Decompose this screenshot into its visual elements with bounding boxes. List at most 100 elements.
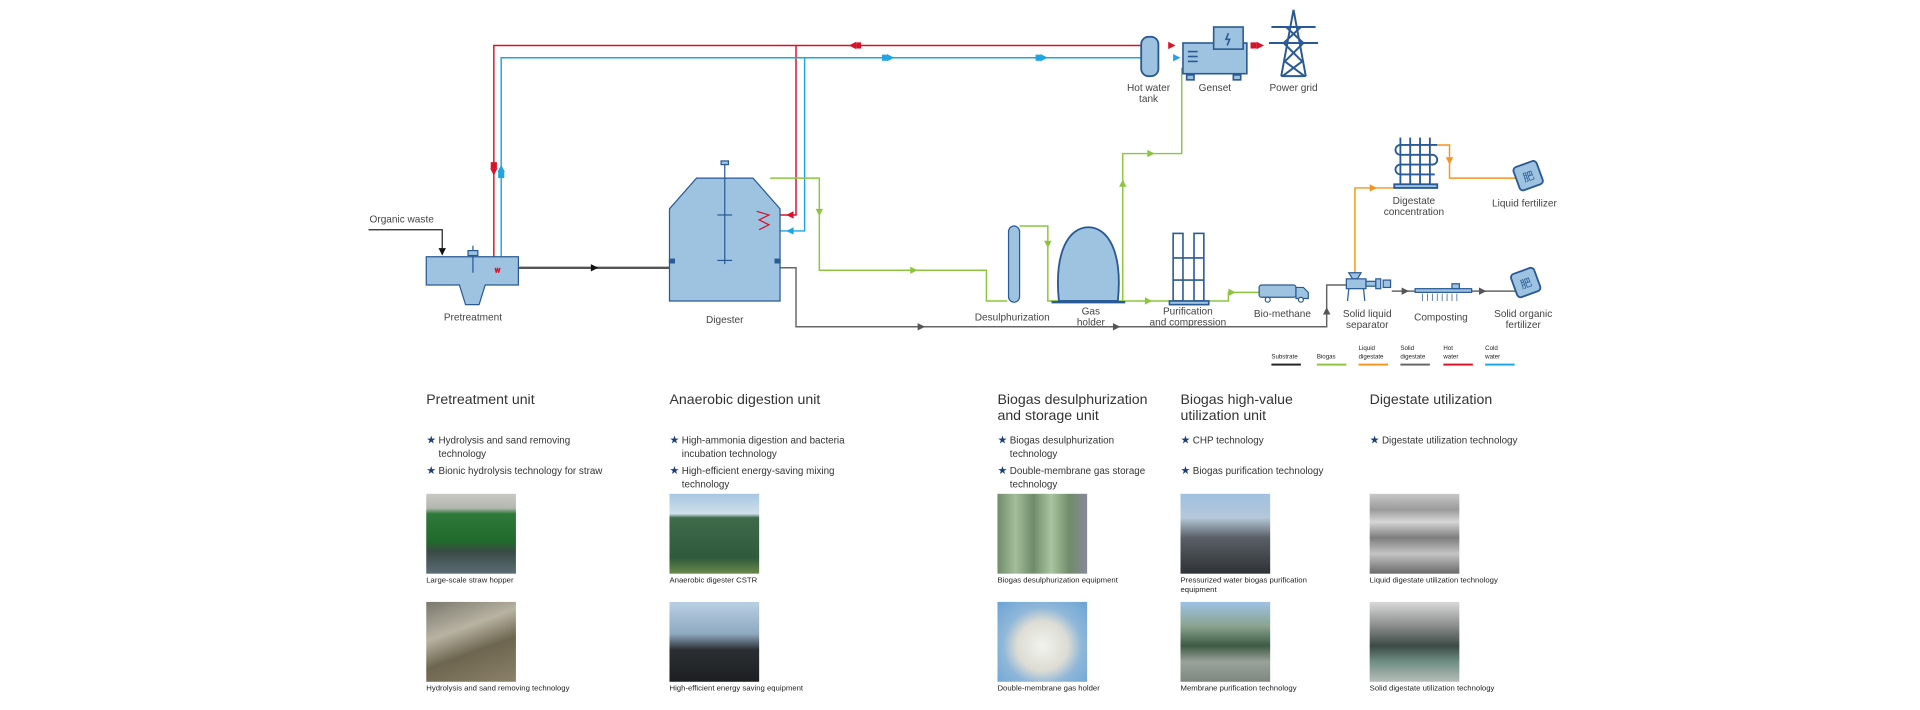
unit-title: Digestate utilization xyxy=(1369,393,1493,408)
star-icon: ★ xyxy=(997,433,1008,446)
equipment-photo xyxy=(669,493,760,574)
legend-label: Cold xyxy=(1485,345,1498,352)
legend-label: Biogas xyxy=(1317,354,1336,361)
label-liquid-fertilizer: Liquid fertilizer xyxy=(1492,198,1558,209)
star-icon: ★ xyxy=(426,464,437,477)
photo-caption: Double-membrane gas holder xyxy=(997,684,1100,693)
digester-icon xyxy=(668,160,781,302)
liquid-fertilizer-bag-icon: 肥 xyxy=(1512,160,1544,192)
legend-label: Substrate xyxy=(1271,354,1298,361)
legend-item: Biogas xyxy=(1316,354,1347,366)
process-flow-diagram: 肥 肥 Organic waste Pretreatment Digester … xyxy=(368,9,1558,366)
equipment-photo xyxy=(1369,493,1460,574)
legend-label: Solid xyxy=(1400,345,1414,352)
solid-liquid-separator-icon xyxy=(1345,272,1392,302)
legend-item: Solid digestate xyxy=(1400,345,1430,366)
equipment-photo xyxy=(1369,601,1460,682)
technology-label: Double-membrane gas storage technology xyxy=(1009,465,1146,491)
hot-water-pipe xyxy=(493,44,1143,277)
pretreatment-tank-icon xyxy=(425,245,520,306)
flow-arrows-digestate xyxy=(917,287,1487,331)
star-icon: ★ xyxy=(1369,433,1380,446)
composting-icon xyxy=(1414,283,1473,301)
legend-swatch xyxy=(1316,363,1347,366)
technology-item: ★Hydrolysis and sand removing technology xyxy=(426,434,610,461)
technology-item: ★CHP technology xyxy=(1181,434,1328,448)
cold-water-pipe xyxy=(500,56,1143,277)
technology-item: ★Bionic hydrolysis technology for straw xyxy=(426,464,610,478)
photo-caption: Anaerobic digester CSTR xyxy=(669,576,758,585)
photo-caption: Solid digestate utilization technology xyxy=(1369,684,1495,693)
label-bio-methane: Bio-methane xyxy=(1254,309,1311,320)
photo-caption: Liquid digestate utilization technology xyxy=(1369,576,1498,585)
technology-label: Digestate utilization technology xyxy=(1381,434,1518,446)
legend-swatch xyxy=(1485,363,1515,366)
genset-icon xyxy=(1182,26,1248,81)
equipment-photo xyxy=(1180,601,1271,682)
star-icon: ★ xyxy=(669,433,680,446)
technology-label: Hydrolysis and sand removing technology xyxy=(438,434,571,460)
equipment-photo xyxy=(426,601,516,682)
star-icon: ★ xyxy=(1180,464,1191,477)
legend-label: water xyxy=(1484,354,1500,361)
label-desulphurization: Desulphurization xyxy=(975,313,1050,324)
technology-item: ★Digestate utilization technology xyxy=(1370,434,1579,448)
technology-label: High-efficient energy-saving mixing tech… xyxy=(681,465,835,491)
digestate-concentration-icon xyxy=(1393,137,1439,189)
technology-label: Biogas purification technology xyxy=(1192,465,1324,477)
legend-label: digestate xyxy=(1359,354,1384,361)
legend-item: Liquid digestate xyxy=(1358,345,1389,366)
unit-title: Biogas high-value utilization unit xyxy=(1180,393,1293,424)
label-genset: Genset xyxy=(1199,83,1232,94)
technology-item: ★High-ammonia digestion and bacteria inc… xyxy=(669,434,866,461)
technology-item: ★Biogas purification technology xyxy=(1181,464,1328,478)
flow-arrows-biogas xyxy=(815,149,1236,305)
technology-item: ★High-efficient energy-saving mixing tec… xyxy=(669,464,866,491)
legend-item: Cold water xyxy=(1484,345,1515,366)
photo-caption: Pressurized water biogas purification eq… xyxy=(1180,576,1307,595)
label-organic-waste: Organic waste xyxy=(370,214,435,225)
unit-title: Anaerobic digestion unit xyxy=(669,393,821,408)
technology-label: High-ammonia digestion and bacteria incu… xyxy=(681,434,845,460)
equipment-photo xyxy=(997,601,1088,682)
label-pretreatment: Pretreatment xyxy=(444,313,502,324)
technology-label: CHP technology xyxy=(1192,434,1264,446)
star-icon: ★ xyxy=(1180,433,1191,446)
photo-caption: Large-scale straw hopper xyxy=(426,576,514,585)
star-icon: ★ xyxy=(669,464,680,477)
label-composting: Composting xyxy=(1414,313,1468,324)
legend-item: Hot water xyxy=(1442,345,1473,366)
legend-label: digestate xyxy=(1400,354,1425,361)
unit-title: Pretreatment unit xyxy=(426,393,535,408)
power-grid-tower-icon xyxy=(1268,9,1319,78)
legend-label: water xyxy=(1442,354,1458,361)
purification-towers-icon xyxy=(1168,232,1210,306)
photo-caption: Hydrolysis and sand removing technology xyxy=(426,684,570,693)
legend-label: Liquid xyxy=(1359,345,1376,352)
legend-swatch xyxy=(1400,363,1430,366)
equipment-photo xyxy=(426,493,516,574)
equipment-photo xyxy=(1180,493,1271,574)
legend-swatch xyxy=(1271,363,1301,366)
svg-text:肥: 肥 xyxy=(1521,169,1536,185)
label-power-grid: Power grid xyxy=(1269,83,1317,94)
equipment-photo xyxy=(997,493,1088,574)
photo-caption: High-efficient energy saving equipment xyxy=(669,684,804,693)
legend-swatch xyxy=(1443,363,1473,366)
technology-label: Bionic hydrolysis technology for straw xyxy=(438,465,603,477)
flow-arrows-water xyxy=(490,41,1265,235)
legend-swatch xyxy=(1358,363,1389,366)
technology-item: ★Double-membrane gas storage technology xyxy=(997,464,1157,491)
truck-icon xyxy=(1258,284,1309,303)
hot-water-tank-icon xyxy=(1140,35,1160,78)
desulphurization-tower-icon xyxy=(1007,225,1021,303)
legend-label: Hot xyxy=(1443,345,1453,352)
photo-caption: Biogas desulphurization equipment xyxy=(997,576,1118,585)
solid-fertilizer-bag-icon: 肥 xyxy=(1510,266,1542,299)
